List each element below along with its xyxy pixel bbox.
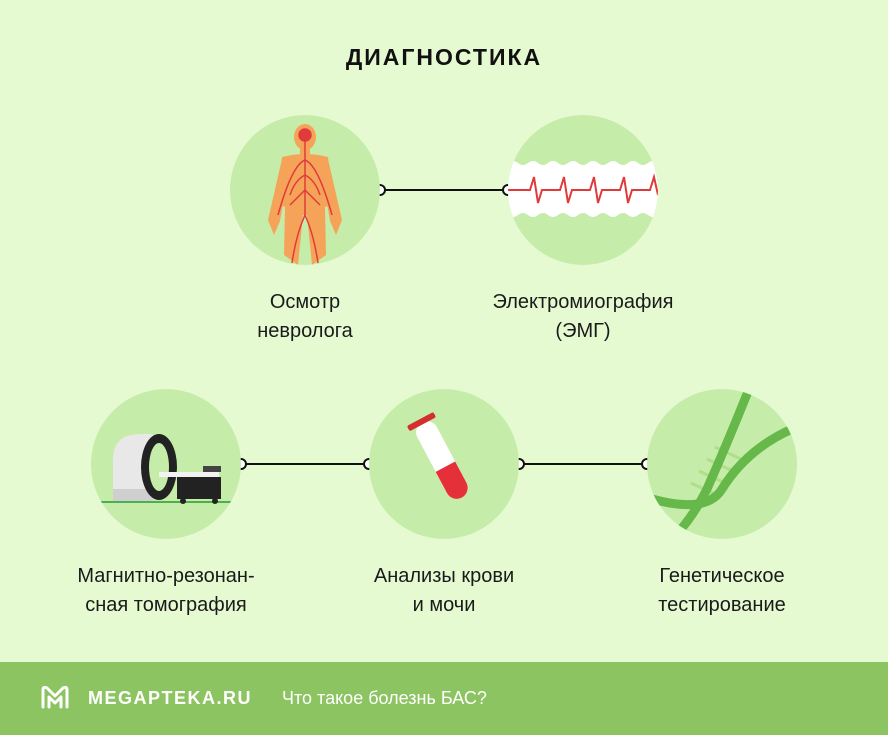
- label-genetic: Генетическое тестирование: [658, 565, 786, 616]
- label-blood-urine: Анализы крови и мочи: [373, 565, 515, 616]
- nervous-system-circle: [230, 115, 380, 265]
- label-mri: Магнитно-резонан- сная томография: [77, 565, 255, 616]
- brand-link[interactable]: MEGAPTEKA.RU: [88, 688, 253, 708]
- emg-circle: [508, 115, 658, 265]
- nervous-system-icon: [268, 124, 342, 265]
- dna-circle: [647, 389, 797, 539]
- test-tube-circle: [369, 389, 519, 539]
- dna-icon: [647, 389, 797, 539]
- page-title: ДИАГНОСТИКА: [345, 44, 543, 70]
- label-neurologist: Осмотр невролога: [257, 291, 353, 342]
- megapteka-logo-icon[interactable]: [40, 684, 70, 710]
- footer-bar: MEGAPTEKA.RU Что такое болезнь БАС?: [0, 662, 888, 735]
- mri-scanner-icon: [101, 434, 236, 504]
- label-emg: Электромиография (ЭМГ): [492, 291, 674, 342]
- footer-subtitle: Что такое болезнь БАС?: [282, 688, 487, 708]
- mri-circle: [91, 389, 241, 539]
- emg-wave-icon: [508, 161, 658, 217]
- test-tube-icon: [407, 412, 468, 499]
